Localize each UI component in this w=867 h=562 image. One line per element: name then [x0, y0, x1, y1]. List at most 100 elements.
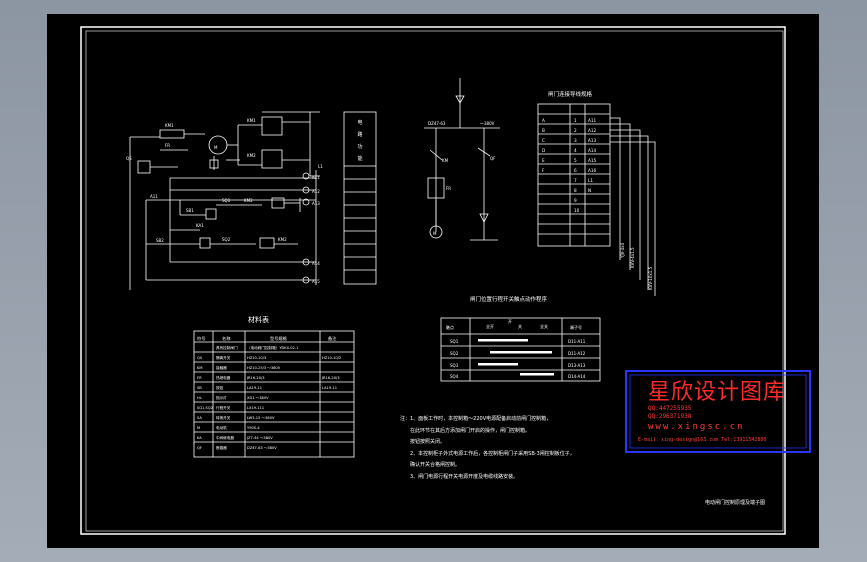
watermark-site: www.xingsc.cn — [648, 422, 745, 432]
materials-cell: 转换开关 — [216, 415, 231, 420]
materials-cell: LW5-15 ～380V — [247, 416, 275, 420]
materials-cell: 接触器 — [216, 365, 227, 370]
svg-text:SQ1: SQ1 — [222, 198, 231, 203]
materials-cell: 隔离开关 — [216, 355, 231, 360]
switch-row-2: SQ2 — [450, 351, 459, 356]
materials-cell: 中间继电器 — [216, 435, 234, 440]
svg-text:A13: A13 — [588, 138, 597, 143]
watermark-title: 星欣设计图库 — [648, 380, 787, 405]
svg-text:SB1: SB1 — [186, 208, 194, 213]
cable-labels: YJV-4x4 KVV-4x1.5 KVV-10x1.5 — [620, 243, 653, 290]
svg-text:QF: QF — [490, 156, 496, 161]
svg-text:N: N — [588, 188, 591, 193]
switch-terminal-1: D11-A11 — [568, 339, 586, 344]
materials-cell: LX19-111 — [247, 406, 264, 410]
svg-text:YJV-4x4: YJV-4x4 — [620, 243, 625, 259]
materials-cell: JZ7-44 ～380V — [246, 436, 273, 440]
materials-table-header: 符号 名称 型号规格 备注 — [197, 335, 337, 342]
note-line-2: 在此环节在其后方添加闸门开启的操作，闸门控制箱。 — [400, 427, 530, 434]
svg-text:A13: A13 — [312, 201, 320, 206]
watermark-qq: QQ:447255935 — [648, 405, 692, 412]
svg-text:A12: A12 — [588, 128, 597, 133]
materials-cell: KA — [197, 436, 202, 440]
svg-text:KM: KM — [442, 158, 449, 163]
mat-header-spec: 型号规格 — [270, 335, 288, 342]
materials-cell: SA — [197, 416, 202, 420]
materials-cell: XD1 ～380V — [247, 396, 269, 400]
materials-cell: HZ10-10/2 — [322, 356, 341, 360]
svg-text:6: 6 — [574, 168, 577, 173]
svg-text:KM2: KM2 — [247, 153, 256, 158]
function-label-1: 电 — [357, 119, 362, 126]
svg-text:A: A — [542, 118, 545, 123]
mat-header-name: 名称 — [222, 335, 230, 342]
svg-text:A11: A11 — [150, 194, 158, 199]
materials-cell: 断路器 — [216, 445, 227, 450]
materials-cell: 指示灯 — [216, 395, 227, 400]
svg-text:DZ47-63: DZ47-63 — [428, 121, 446, 126]
materials-cell: DZ47-63 ～380V — [247, 446, 277, 450]
switch-row-4: SQ4 — [450, 374, 459, 379]
svg-text:A14: A14 — [588, 148, 597, 153]
svg-text:4: 4 — [574, 148, 577, 153]
materials-cell: FR — [197, 376, 202, 380]
switch-header-full-close: 全关 — [540, 323, 548, 329]
svg-text:1: 1 — [574, 118, 577, 123]
svg-text:FR: FR — [165, 143, 170, 148]
svg-text:A16: A16 — [588, 168, 597, 173]
svg-text:7: 7 — [574, 178, 577, 183]
materials-cell: QS — [197, 356, 203, 360]
svg-text:SB2: SB2 — [156, 238, 164, 243]
materials-cell: LA19-11 — [247, 386, 262, 390]
svg-text:10: 10 — [574, 208, 580, 213]
svg-text:M: M — [433, 231, 437, 236]
svg-text:KA1: KA1 — [196, 223, 204, 228]
drawing-notes: 注：1、面板工作时，本控制箱～220V电源配备启动前闸门控制箱， 在此环节在其后… — [400, 415, 575, 480]
switch-table-text: 触点 全开 开 关 全关 端子号 SQ1 SQ2 SQ3 SQ4 D11-A11… — [446, 319, 586, 379]
switch-header-close: 关 — [518, 323, 522, 329]
svg-text:A15: A15 — [588, 158, 597, 163]
materials-cell: 热继电器 — [216, 375, 231, 380]
svg-text:KVV-10x1.5: KVV-10x1.5 — [648, 266, 653, 290]
switch-contact-bars — [478, 339, 554, 376]
svg-text:5: 5 — [574, 158, 577, 163]
svg-text:KVV-4x1.5: KVV-4x1.5 — [630, 247, 635, 268]
watermark-frame — [625, 370, 811, 453]
svg-text:C: C — [542, 138, 545, 143]
gate-connection-table — [537, 103, 656, 296]
svg-text:9: 9 — [574, 198, 577, 203]
svg-text:E: E — [542, 158, 545, 163]
svg-text:QS: QS — [126, 156, 132, 161]
motor-control-schematic — [129, 111, 377, 290]
switch-terminal-2: D11-A12 — [568, 351, 586, 356]
switch-table-title: 闸门位置行程开关触点动作程序 — [470, 295, 548, 303]
materials-cell: SQ1,SQ2 — [197, 406, 213, 410]
switch-row-3: SQ3 — [450, 363, 459, 368]
note-line-6: 3、闸门电源行程开关电源开度及电缆线路安装。 — [400, 473, 518, 480]
switch-header-contact: 触点 — [446, 324, 454, 330]
function-label-2: 路 — [357, 131, 362, 138]
materials-cell: JR16-20/3 — [246, 376, 265, 380]
switch-terminal-4: D14-A14 — [568, 374, 586, 379]
outer-frame — [80, 26, 786, 535]
svg-text:L1: L1 — [588, 178, 593, 183]
gate-table-title: 闸门连接导线规格 — [548, 90, 593, 98]
materials-cell: （电动阀门控制箱）YDKX-02-1 — [247, 345, 298, 350]
svg-text:8: 8 — [574, 188, 577, 193]
note-line-4: 2、本控制柜子外式电源工作后，各控制柜闸门子采用SB-3闸控制板位子， — [400, 450, 575, 457]
power-one-line-diagram — [424, 78, 500, 241]
mat-header-remark: 备注 — [328, 335, 337, 342]
note-line-1: 注：1、面板工作时，本控制箱～220V电源配备启动前闸门控制箱， — [400, 415, 551, 422]
svg-text:F: F — [542, 168, 545, 173]
svg-text:KM1: KM1 — [247, 118, 256, 123]
note-line-5: 确认开关合格闸控制。 — [400, 461, 460, 468]
materials-cell: JR16-20/3 — [321, 376, 340, 380]
svg-text:A12: A12 — [312, 189, 320, 194]
materials-cell: LA19-11 — [322, 386, 337, 390]
svg-text:～380V: ～380V — [480, 121, 495, 126]
svg-text:A11: A11 — [588, 118, 597, 123]
